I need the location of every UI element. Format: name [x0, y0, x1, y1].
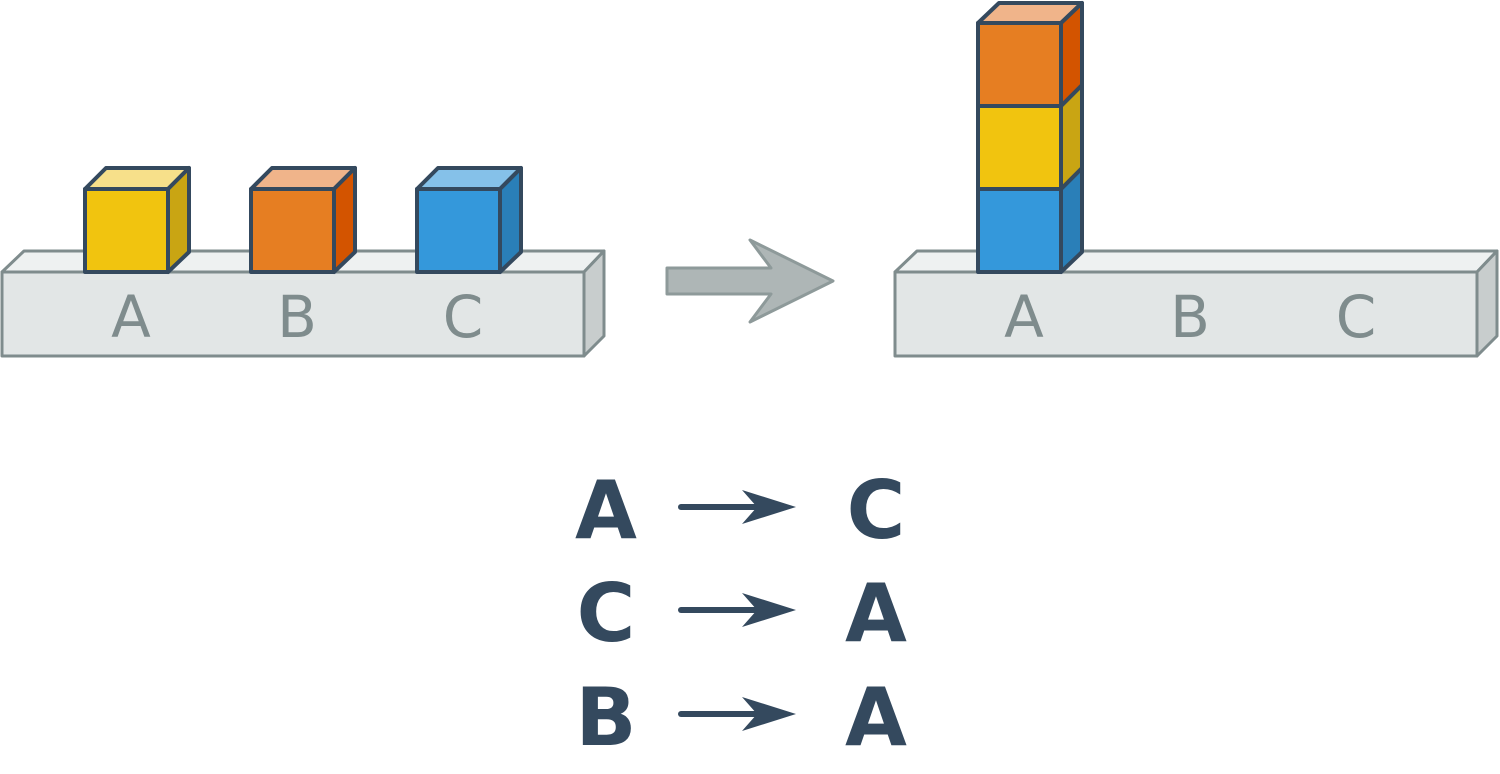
block-front-face [83, 187, 170, 274]
final-block-orange [976, 1, 1084, 108]
transition-arrow-icon [665, 238, 835, 324]
block-side-face [498, 166, 523, 274]
move-arrow-icon [742, 697, 796, 731]
block-front-face [976, 21, 1063, 108]
block-front-face [976, 187, 1063, 274]
move-to: A [845, 567, 907, 660]
final-slot-label-b: B [1170, 283, 1210, 351]
initial-state: A B C [0, 166, 606, 358]
move-to: C [847, 464, 906, 557]
final-state: A B C [893, 1, 1499, 358]
final-slot-label-c: C [1336, 283, 1377, 351]
final-base-side [1475, 249, 1499, 358]
initial-block-orange [249, 166, 357, 274]
initial-slot-label-a: A [111, 283, 151, 351]
move-to: A [845, 671, 907, 764]
block-front-face [249, 187, 336, 274]
final-base-front [893, 270, 1479, 358]
move-arrow-icon [742, 490, 796, 524]
move-row-3: B A [576, 671, 908, 764]
move-list: A C C A B A [575, 464, 907, 764]
move-row-2: C A [577, 567, 907, 660]
block-front-face [415, 187, 502, 274]
initial-slot-label-c: C [443, 283, 484, 351]
initial-block-yellow [83, 166, 191, 274]
block-side-face [332, 166, 357, 274]
move-from: A [575, 464, 637, 557]
initial-block-blue [415, 166, 523, 274]
block-front-face [976, 104, 1063, 191]
final-block-blue [976, 166, 1084, 274]
initial-base-side [582, 249, 606, 358]
move-from: C [577, 567, 636, 660]
block-side-face [1059, 1, 1084, 108]
move-from: B [576, 671, 637, 764]
move-arrow-icon [742, 593, 796, 627]
block-side-face [166, 166, 191, 274]
final-slot-label-a: A [1004, 283, 1044, 351]
initial-slot-label-b: B [277, 283, 317, 351]
initial-base-front [0, 270, 586, 358]
move-row-1: A C [575, 464, 905, 557]
